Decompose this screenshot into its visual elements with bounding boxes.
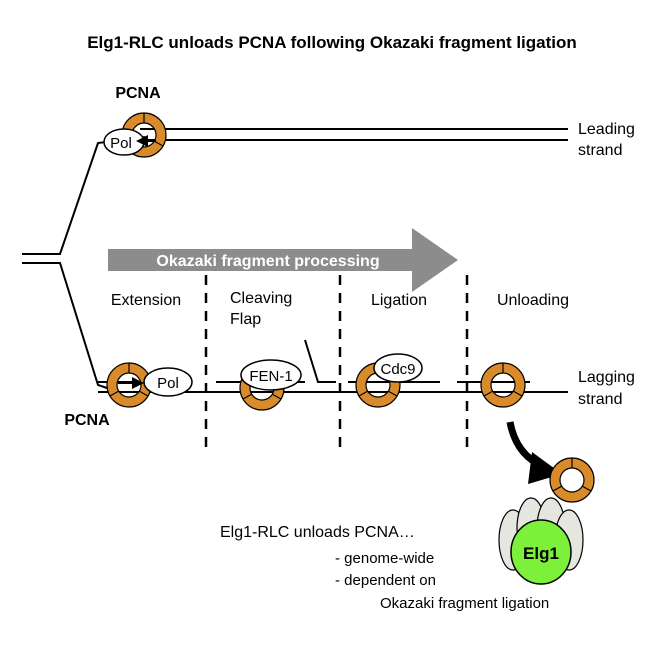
- summary-bullet-2: - dependent on: [335, 572, 436, 589]
- cdc9-protein: [373, 353, 423, 383]
- pcna-ring-released: [549, 457, 595, 503]
- lagging-strand-label-2: strand: [578, 391, 622, 408]
- summary-bullet-3: Okazaki fragment ligation: [380, 595, 549, 612]
- diagram-title: Elg1-RLC unloads PCNA following Okazaki …: [87, 33, 577, 52]
- fork-stem-lower: [22, 262, 111, 390]
- summary-bullet-1: - genome-wide: [335, 550, 434, 567]
- okazaki-processing-arrow: Okazaki fragment processing: [108, 228, 458, 292]
- step-dividers: [204, 275, 469, 448]
- cdc9-label: Cdc9: [380, 361, 415, 378]
- pcna-ring-unloading: [480, 362, 526, 408]
- cleaving-flap: [304, 339, 336, 383]
- summary-heading: Elg1-RLC unloads PCNA…: [220, 524, 415, 541]
- step-ligation: Ligation: [371, 292, 427, 309]
- lagging-strand-label-1: Lagging: [578, 369, 635, 386]
- step-extension: Extension: [111, 292, 181, 309]
- process-arrow-shape: [108, 228, 458, 292]
- pol-lagging-label: Pol: [157, 375, 179, 392]
- fen1-protein: [240, 359, 302, 391]
- elg1-subunit: [510, 519, 572, 585]
- leading-strand-label-1: Leading: [578, 121, 635, 138]
- pcna-label-bottom: PCNA: [64, 412, 110, 429]
- pol-leading-label: Pol: [110, 135, 132, 152]
- pol-lagging: [143, 367, 193, 397]
- fen1-label: FEN-1: [249, 368, 292, 385]
- leading-strand-label-2: strand: [578, 142, 622, 159]
- step-unloading: Unloading: [497, 292, 569, 309]
- elg1-rlc-complex: Elg1: [498, 497, 584, 585]
- step-cleaving-line1: Cleaving: [230, 290, 292, 307]
- elg1-label: Elg1: [523, 544, 559, 563]
- process-arrow-label: Okazaki fragment processing: [156, 253, 379, 270]
- step-cleaving-line2: Flap: [230, 311, 261, 328]
- pcna-label-top: PCNA: [115, 85, 161, 102]
